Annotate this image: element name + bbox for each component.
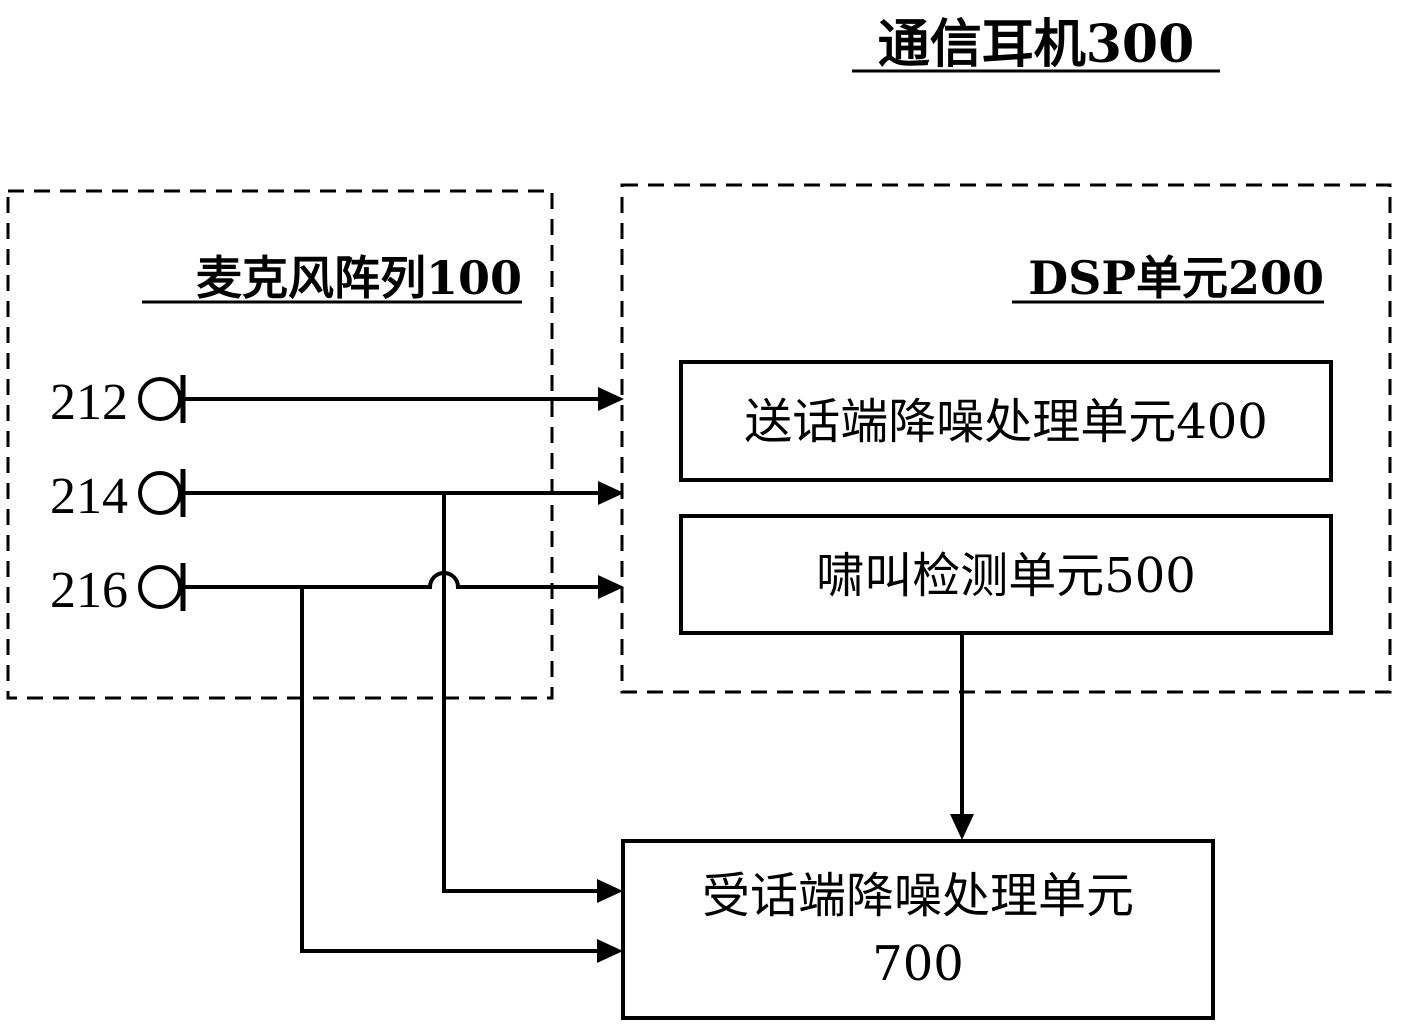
mic-212: 212 [50,374,186,431]
microphone-icon [138,565,182,609]
tx-noise-reduction-label: 送话端降噪处理单元400 [744,394,1268,450]
arrowhead [597,879,623,903]
arrowhead [598,481,624,505]
arrowhead [598,387,624,411]
mic-216: 216 [50,562,186,619]
rx-noise-reduction-box [621,839,1215,1020]
tx-noise-reduction-box [679,360,1333,482]
mic-214: 214 [50,468,186,525]
mic-label: 216 [50,562,128,619]
rx-noise-reduction-label-line1: 受话端降噪处理单元 [702,868,1134,924]
microphone-icon [138,471,182,515]
diagram-title: 通信耳机300 [878,14,1195,75]
microphone-icon [138,377,182,421]
mic-array-label: 麦克风阵列100 [196,251,522,305]
arrowhead [597,939,623,963]
mic-label: 212 [50,374,128,431]
connector-216-dsp [185,571,604,589]
mic-array-group [6,189,554,700]
dsp-unit-label: DSP单元200 [1028,251,1324,305]
rx-noise-reduction-label-line2: 700 [872,936,964,992]
mic-label: 214 [50,468,128,525]
howl-detection-label: 啸叫检测单元500 [816,548,1196,604]
dsp-unit-group [620,183,1392,694]
arrowhead [598,575,624,599]
connector-214-rx [442,493,604,893]
howl-detection-box [679,514,1333,635]
arrowhead [950,814,974,840]
connector-216-rx [300,587,604,953]
